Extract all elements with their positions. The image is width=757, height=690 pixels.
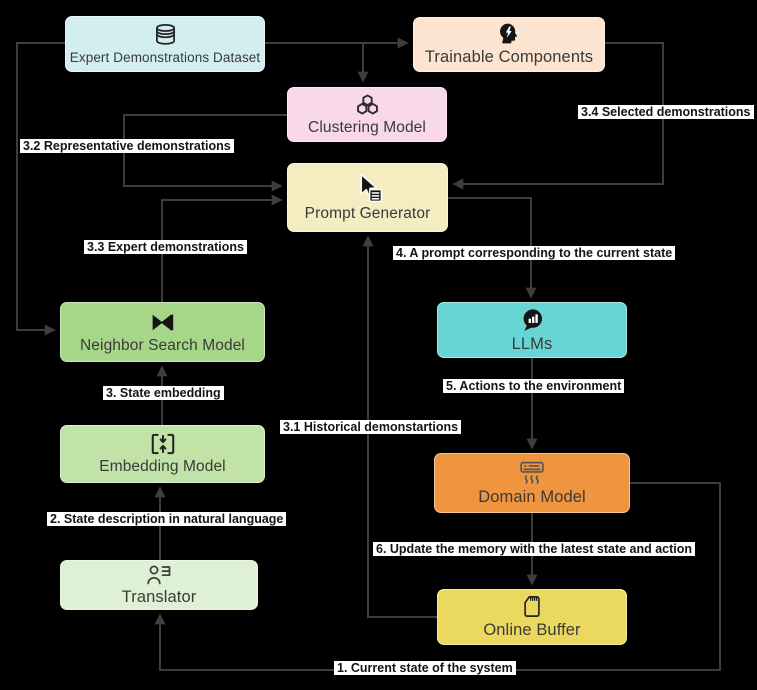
node-llms: LLMs: [437, 302, 627, 358]
cursor-list-icon: [353, 173, 383, 203]
edge-label-selected-demonstrations: 3.4 Selected demonstrations: [578, 105, 754, 119]
chat-stats-icon: [519, 307, 545, 333]
node-expert-demonstrations-dataset: Expert Demonstrations Dataset: [65, 16, 265, 72]
edge-prompt-to-llms: [448, 197, 537, 299]
sd-card-icon: [521, 594, 543, 619]
edge-dataset-to-neighbor: [16, 42, 65, 336]
edge-label-prompt-current-state: 4. A prompt corresponding to the current…: [393, 246, 676, 260]
node-label: Neighbor Search Model: [80, 336, 245, 354]
node-neighbor-search-model: Neighbor Search Model: [60, 302, 265, 362]
database-icon: [152, 22, 179, 48]
node-label: Domain Model: [478, 488, 586, 507]
edge-buffer-to-prompt: [362, 235, 437, 618]
edge-label-state-embedding: 3. State embedding: [103, 386, 224, 400]
node-trainable-components: Trainable Components: [413, 17, 605, 72]
node-online-buffer: Online Buffer: [437, 589, 627, 645]
edge-domain-to-translator: [154, 482, 721, 671]
node-clustering-model: Clustering Model: [287, 87, 447, 142]
hexagon-cluster-icon: [354, 93, 381, 117]
embed-brackets-icon: [149, 432, 177, 456]
edge-label-historical-demonstrations: 3.1 Historical demonstartions: [280, 420, 462, 434]
node-label: Embedding Model: [99, 458, 226, 476]
edge-label-state-description: 2. State description in natural language: [47, 512, 287, 526]
edge-label-representative-demonstrations: 3.2 Representative demonstrations: [20, 139, 234, 153]
edge-label-actions-to-environment: 5. Actions to the environment: [443, 379, 625, 393]
person-card-icon: [145, 563, 173, 586]
node-label: Online Buffer: [483, 621, 581, 640]
node-translator: Translator: [60, 560, 258, 610]
nearest-neighbor-icon: [149, 310, 176, 335]
node-label: Translator: [121, 588, 197, 607]
node-label: LLMs: [511, 334, 553, 353]
edge-neighbor-to-prompt: [161, 194, 283, 302]
node-label: Clustering Model: [308, 118, 426, 136]
edge-label-current-state: 1. Current state of the system: [334, 661, 516, 675]
node-label: Expert Demonstrations Dataset: [69, 50, 261, 66]
node-prompt-generator: Prompt Generator: [287, 163, 448, 232]
node-domain-model: Domain Model: [434, 453, 630, 513]
edge-label-expert-demonstrations: 3.3 Expert demonstrations: [84, 240, 247, 254]
node-label: Trainable Components: [424, 48, 594, 67]
node-label: Prompt Generator: [304, 204, 431, 222]
edge-label-update-memory: 6. Update the memory with the latest sta…: [373, 542, 696, 556]
ai-head-icon: [497, 22, 521, 46]
node-embedding-model: Embedding Model: [60, 425, 265, 483]
air-conditioner-icon: [517, 459, 547, 486]
